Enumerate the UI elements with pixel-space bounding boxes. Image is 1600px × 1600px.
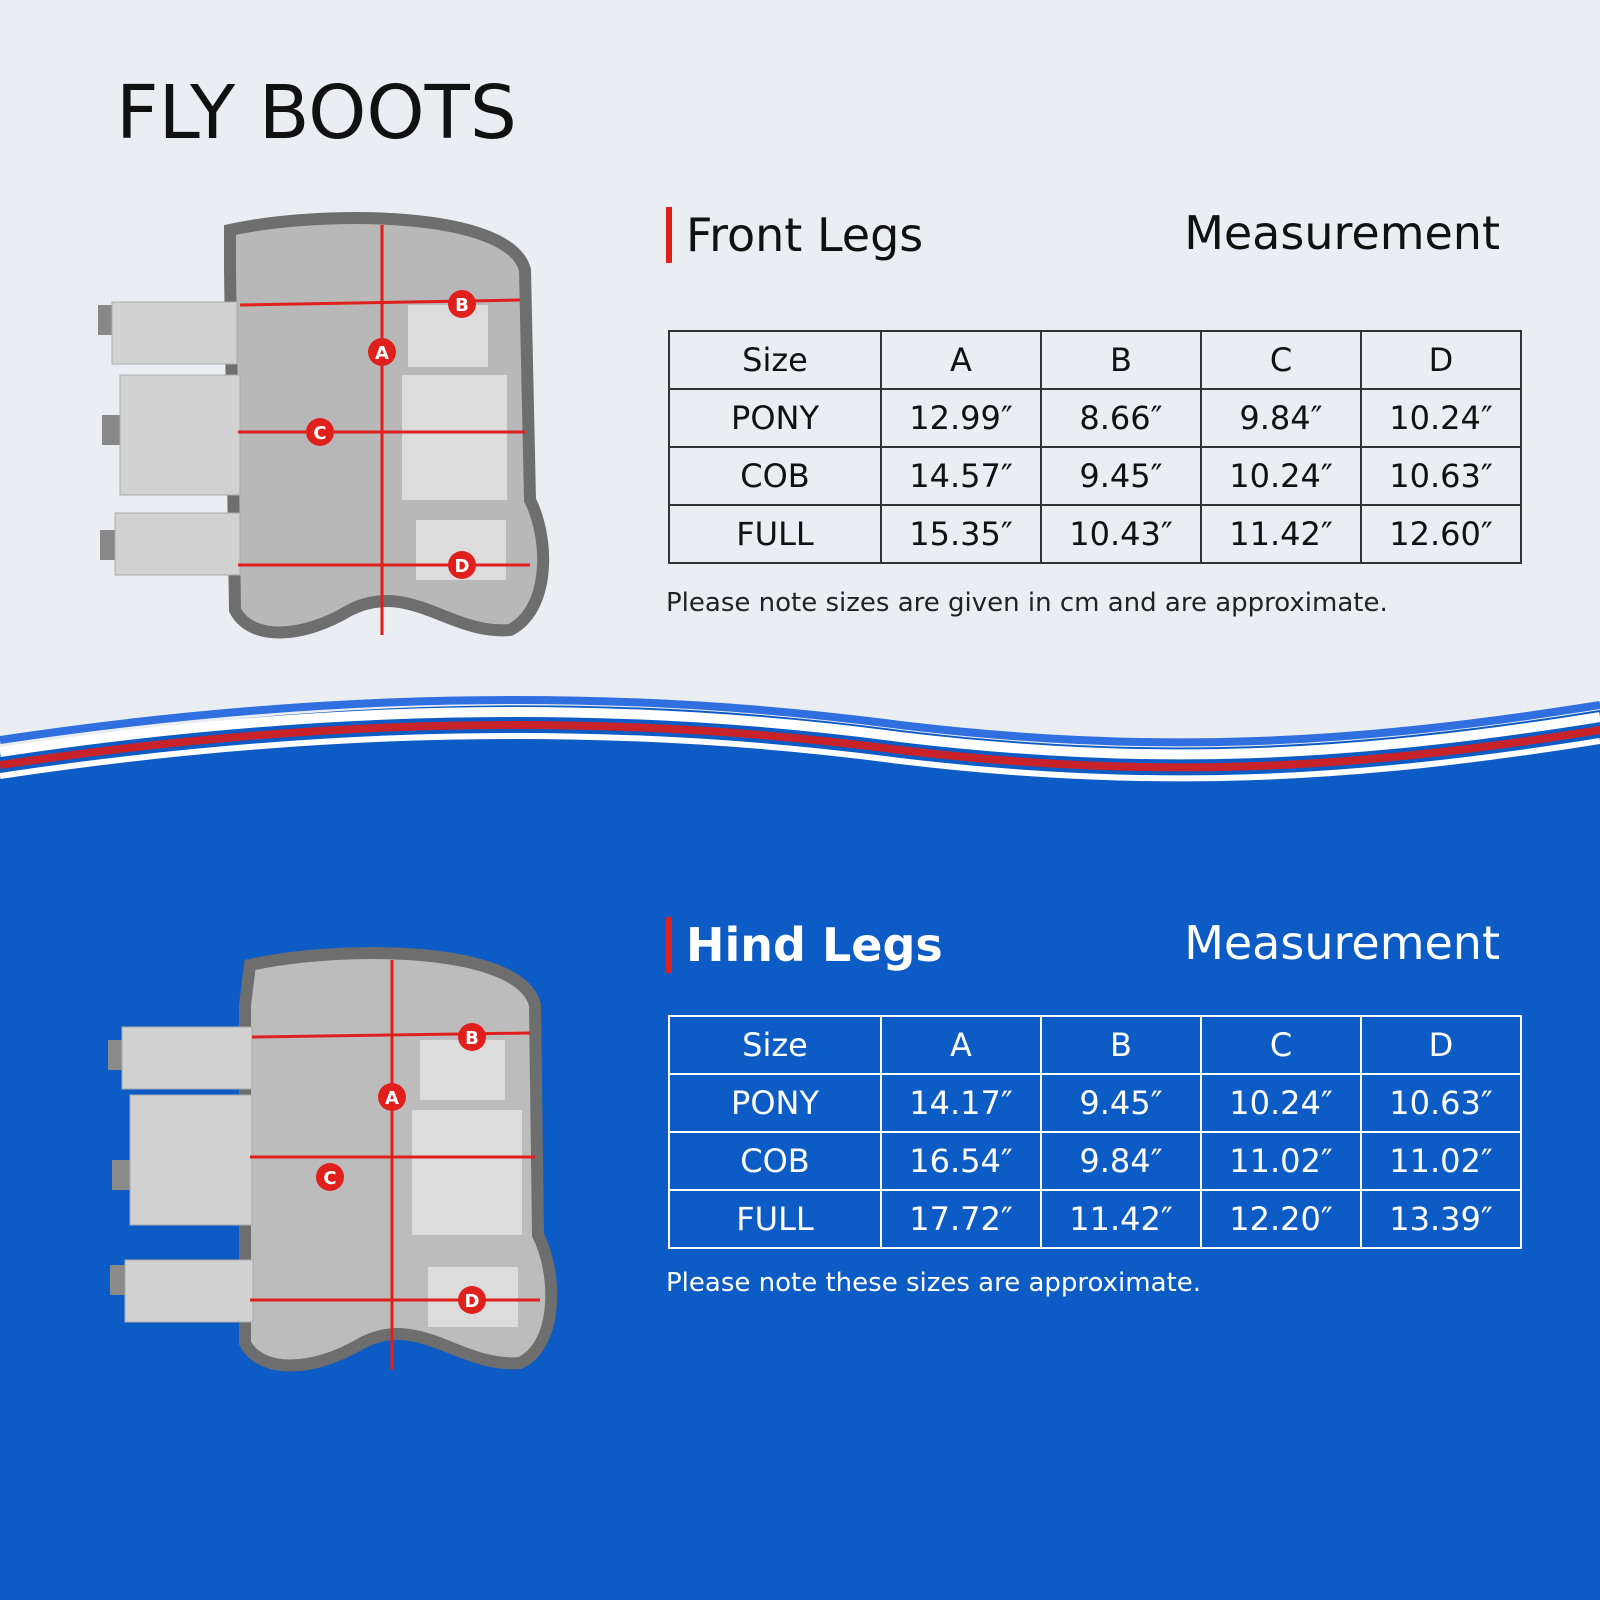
table-row: PONY 12.99″ 8.66″ 9.84″ 10.24″ [668, 388, 1522, 448]
cell: 10.24″ [1200, 1073, 1362, 1133]
cell: 11.42″ [1200, 504, 1362, 564]
label-b: B [465, 1028, 479, 1049]
front-note: Please note sizes are given in cm and ar… [666, 588, 1388, 618]
label-b: B [455, 295, 469, 316]
cell: 16.54″ [880, 1131, 1042, 1191]
label-c: C [323, 1168, 336, 1189]
header-size: Size [668, 330, 882, 390]
table-row: COB 14.57″ 9.45″ 10.24″ 10.63″ [668, 446, 1522, 506]
cell: 9.84″ [1040, 1131, 1202, 1191]
hind-legs-title: Hind Legs [686, 918, 943, 972]
header-d: D [1360, 330, 1522, 390]
cell: 11.02″ [1360, 1131, 1522, 1191]
table-row: FULL 15.35″ 10.43″ 11.42″ 12.60″ [668, 504, 1522, 564]
cell: 10.63″ [1360, 446, 1522, 506]
header-d: D [1360, 1015, 1522, 1075]
accent-bar [666, 207, 672, 263]
cell: 11.02″ [1200, 1131, 1362, 1191]
row-size: PONY [668, 1073, 882, 1133]
label-d: D [465, 1291, 480, 1312]
label-a: A [375, 343, 389, 364]
hind-legs-heading: Hind Legs [666, 915, 943, 975]
table-row: PONY 14.17″ 9.45″ 10.24″ 10.63″ [668, 1073, 1522, 1133]
cell: 9.45″ [1040, 446, 1202, 506]
hind-size-table: Size A B C D PONY 14.17″ 9.45″ 10.24″ 10… [668, 1015, 1522, 1249]
cell: 9.45″ [1040, 1073, 1202, 1133]
cell: 15.35″ [880, 504, 1042, 564]
cell: 12.60″ [1360, 504, 1522, 564]
header-c: C [1200, 330, 1362, 390]
row-size: PONY [668, 388, 882, 448]
header-c: C [1200, 1015, 1362, 1075]
cell: 12.99″ [880, 388, 1042, 448]
cell: 10.24″ [1360, 388, 1522, 448]
front-boot-diagram: A B C D [98, 212, 550, 639]
cell: 10.63″ [1360, 1073, 1522, 1133]
cell: 12.20″ [1200, 1189, 1362, 1249]
label-c: C [313, 423, 326, 444]
row-size: FULL [668, 1189, 882, 1249]
cell: 8.66″ [1040, 388, 1202, 448]
table-header-row: Size A B C D [668, 1015, 1522, 1075]
row-size: COB [668, 446, 882, 506]
cell: 13.39″ [1360, 1189, 1522, 1249]
label-a: A [385, 1088, 399, 1109]
cell: 9.84″ [1200, 388, 1362, 448]
hind-boot-diagram: A B C D [108, 947, 558, 1372]
header-b: B [1040, 330, 1202, 390]
header-size: Size [668, 1015, 882, 1075]
wave-divider [0, 695, 1600, 820]
header-a: A [880, 330, 1042, 390]
front-legs-heading: Front Legs [666, 205, 923, 265]
cell: 14.57″ [880, 446, 1042, 506]
hind-note: Please note these sizes are approximate. [666, 1268, 1201, 1298]
table-row: FULL 17.72″ 11.42″ 12.20″ 13.39″ [668, 1189, 1522, 1249]
row-size: COB [668, 1131, 882, 1191]
page-title: FLY BOOTS [116, 70, 517, 156]
header-a: A [880, 1015, 1042, 1075]
cell: 10.43″ [1040, 504, 1202, 564]
cell: 11.42″ [1040, 1189, 1202, 1249]
hind-measurement-label: Measurement [1184, 916, 1500, 970]
row-size: FULL [668, 504, 882, 564]
front-size-table: Size A B C D PONY 12.99″ 8.66″ 9.84″ 10.… [668, 330, 1522, 564]
front-measurement-label: Measurement [1184, 206, 1500, 260]
header-b: B [1040, 1015, 1202, 1075]
table-header-row: Size A B C D [668, 330, 1522, 390]
cell: 14.17″ [880, 1073, 1042, 1133]
label-d: D [455, 556, 470, 577]
table-row: COB 16.54″ 9.84″ 11.02″ 11.02″ [668, 1131, 1522, 1191]
cell: 10.24″ [1200, 446, 1362, 506]
accent-bar [666, 917, 672, 973]
cell: 17.72″ [880, 1189, 1042, 1249]
front-legs-title: Front Legs [686, 208, 924, 262]
